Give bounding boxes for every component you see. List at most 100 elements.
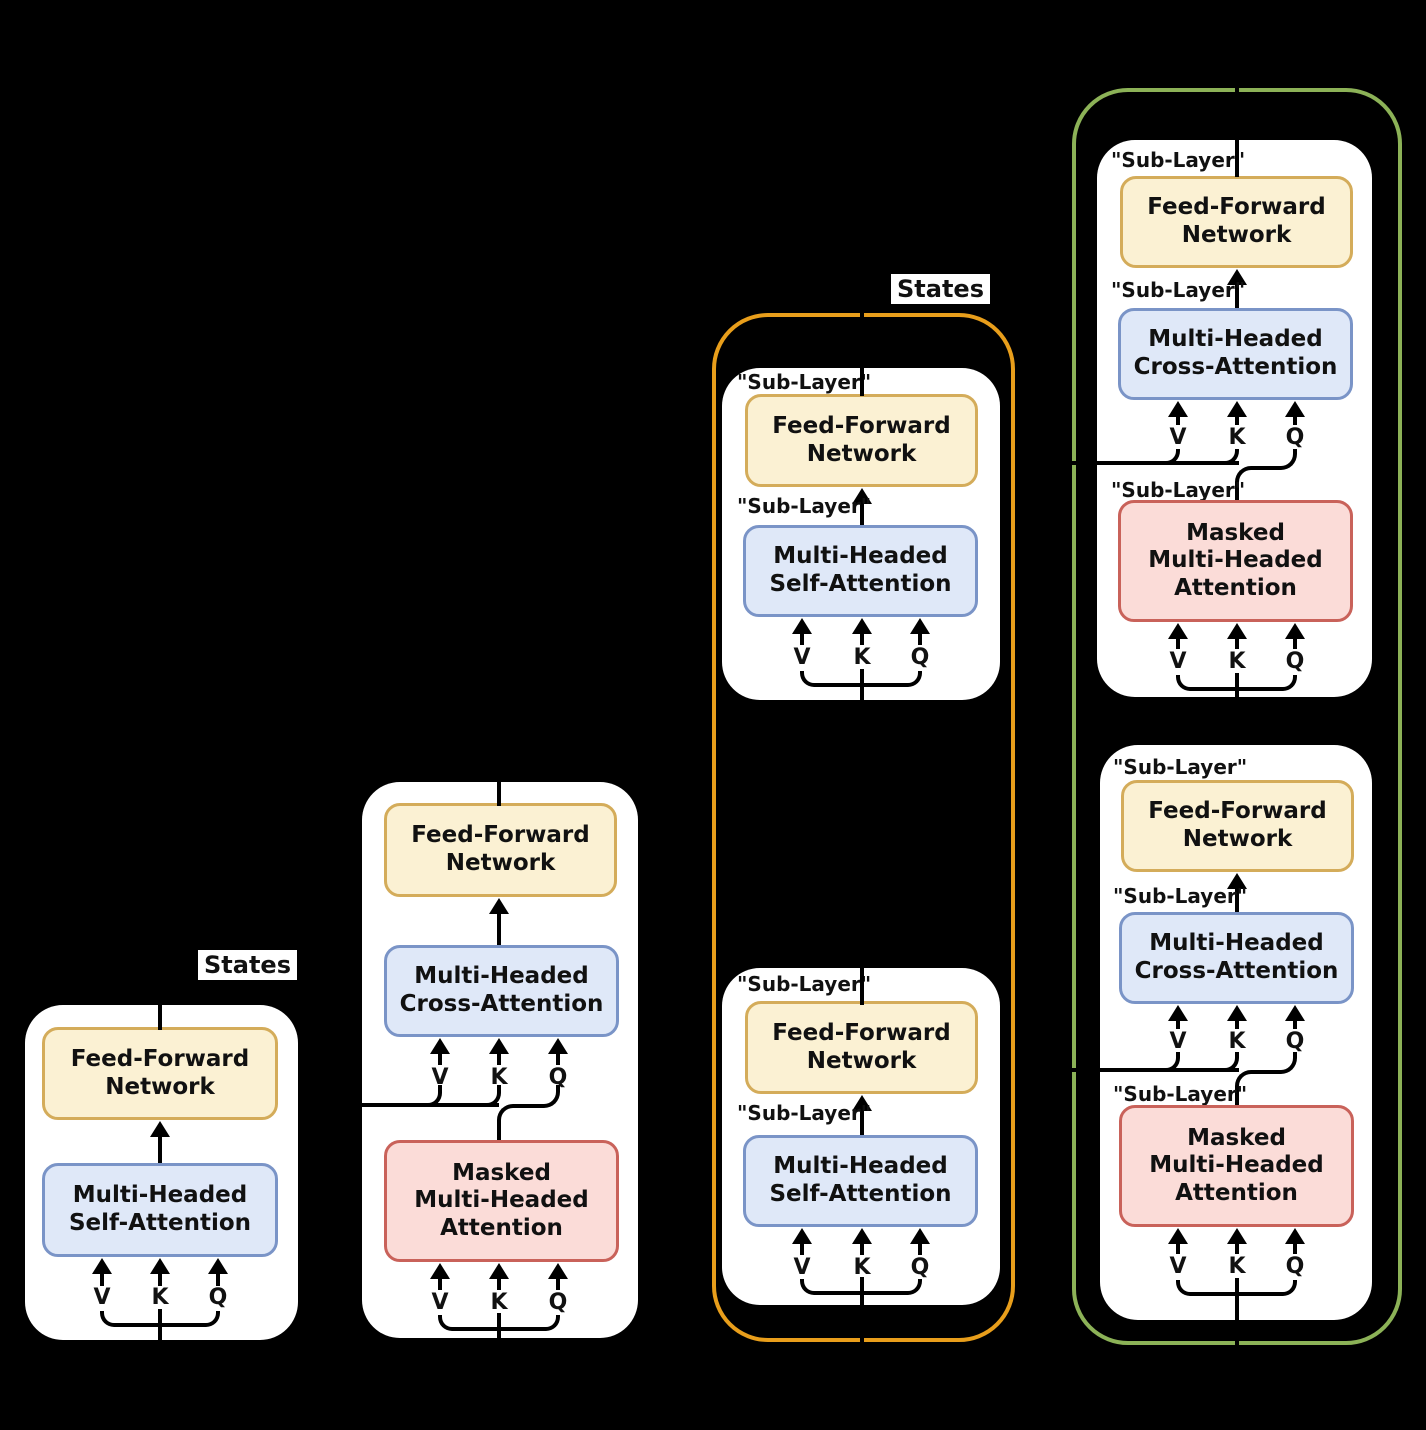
q-label: Q — [1285, 1254, 1305, 1279]
arrow-shaft — [438, 1277, 442, 1290]
states-connector-line — [1020, 461, 1239, 465]
q-label: Q — [910, 1255, 930, 1280]
sub-layer-label: "Sub-Layer" — [1113, 1082, 1248, 1106]
arrow-shaft — [1235, 637, 1239, 649]
k-label: K — [853, 1255, 871, 1280]
arrow-shaft — [216, 1272, 220, 1286]
up-arrow-icon — [852, 618, 872, 634]
connector-line — [497, 1313, 501, 1331]
self-attention-box: Multi-Headed Self-Attention — [743, 525, 978, 617]
connector-line — [860, 669, 864, 687]
arrow-shaft — [1235, 415, 1239, 425]
feed-forward-network-box: Feed-Forward Network — [1120, 176, 1353, 268]
masked-attention-box: Masked Multi-Headed Attention — [1118, 500, 1353, 622]
feed-forward-network-box: Feed-Forward Network — [42, 1027, 278, 1120]
arrow-shaft — [100, 1272, 104, 1286]
connector-line — [860, 1277, 864, 1295]
connector-line — [497, 1329, 501, 1338]
up-arrow-icon — [910, 1228, 930, 1244]
arrow-shaft — [1235, 1242, 1239, 1254]
feed-forward-network-box: Feed-Forward Network — [384, 803, 617, 897]
v-label: V — [431, 1290, 449, 1315]
connector-line — [158, 1309, 162, 1327]
q-label: Q — [548, 1290, 568, 1315]
up-arrow-icon — [1168, 623, 1188, 639]
q-label: Q — [1285, 649, 1305, 674]
merge-brace — [1176, 1280, 1237, 1296]
connector-line — [158, 1325, 162, 1340]
arrow-shaft — [556, 1052, 560, 1065]
up-arrow-icon — [1285, 1228, 1305, 1244]
up-arrow-icon — [1227, 269, 1247, 285]
up-arrow-icon — [910, 618, 930, 634]
v-label: V — [1169, 425, 1187, 450]
arrow-shaft — [860, 501, 864, 525]
feed-forward-network-box: Feed-Forward Network — [745, 1001, 978, 1094]
arrow-shaft — [1176, 637, 1180, 649]
merge-brace — [158, 1311, 220, 1327]
sub-layer-label: "Sub-Layer" — [1113, 755, 1248, 779]
k-label: K — [490, 1290, 508, 1315]
connector-line — [860, 290, 864, 396]
self-attention-box: Multi-Headed Self-Attention — [743, 1135, 978, 1227]
cross-attention-box: Multi-Headed Cross-Attention — [1119, 912, 1354, 1004]
connector-line — [158, 988, 162, 1030]
k-label: K — [151, 1285, 169, 1310]
merge-brace — [1176, 675, 1237, 691]
states-connector-line — [1020, 1068, 1239, 1072]
arrow-shaft — [556, 1277, 560, 1290]
arrow-shaft — [158, 1134, 162, 1163]
arrow-shaft — [497, 911, 501, 945]
up-arrow-icon — [430, 1263, 450, 1279]
arrow-shaft — [1293, 1019, 1297, 1029]
arrow-shaft — [1176, 1242, 1180, 1254]
curve-connector — [497, 1104, 532, 1140]
up-arrow-icon — [1227, 1005, 1247, 1021]
up-arrow-icon — [1168, 1005, 1188, 1021]
states-label: States — [198, 950, 297, 980]
arrow-shaft — [497, 1277, 501, 1290]
up-arrow-icon — [1285, 1005, 1305, 1021]
sub-layer-label: "Sub-Layer" — [1111, 148, 1246, 172]
v-label: V — [93, 1285, 111, 1310]
merge-brace — [1235, 1280, 1297, 1296]
up-arrow-icon — [489, 1263, 509, 1279]
arrow-shaft — [1176, 415, 1180, 425]
merge-brace — [860, 671, 922, 687]
sub-layer-label: "Sub-Layer" — [1111, 478, 1246, 502]
arrow-shaft — [860, 1108, 864, 1135]
up-arrow-icon — [92, 1258, 112, 1274]
states-connector-line — [352, 1103, 499, 1107]
merge-brace — [438, 1315, 499, 1331]
sub-layer-label: "Sub-Layer" — [737, 1101, 872, 1125]
arrow-shaft — [438, 1052, 442, 1065]
decoder-layer-card: "Sub-Layer" Feed-Forward Network "Sub-La… — [1100, 745, 1372, 1320]
up-arrow-icon — [1227, 1228, 1247, 1244]
arrow-shaft — [860, 632, 864, 645]
self-attention-box: Multi-Headed Self-Attention — [42, 1163, 278, 1257]
up-arrow-icon — [792, 618, 812, 634]
q-label: Q — [1285, 1029, 1305, 1054]
merge-brace — [497, 1315, 560, 1331]
sub-layer-label: "Sub-Layer" — [737, 494, 872, 518]
up-arrow-icon — [852, 1095, 872, 1111]
k-label: K — [1228, 1029, 1246, 1054]
connector-line — [1235, 1294, 1239, 1358]
v-label: V — [1169, 1029, 1187, 1054]
up-arrow-icon — [852, 488, 872, 504]
arrow-shaft — [1235, 283, 1239, 308]
curve-connector — [1235, 1070, 1269, 1105]
decoder-layer-card: Feed-Forward Network Multi-Headed Cross-… — [362, 782, 638, 1338]
merge-brace — [1235, 675, 1297, 691]
sub-layer-label: "Sub-Layer" — [1113, 884, 1248, 908]
merge-brace — [800, 671, 862, 687]
q-label: Q — [910, 645, 930, 670]
up-arrow-icon — [150, 1258, 170, 1274]
v-label: V — [1169, 1254, 1187, 1279]
up-arrow-icon — [150, 1121, 170, 1137]
arrow-shaft — [918, 1242, 922, 1255]
sub-layer-label: "Sub-Layer" — [737, 370, 872, 394]
q-label: Q — [1285, 425, 1305, 450]
masked-attention-box: Masked Multi-Headed Attention — [1119, 1105, 1354, 1227]
merge-brace — [860, 1279, 922, 1295]
